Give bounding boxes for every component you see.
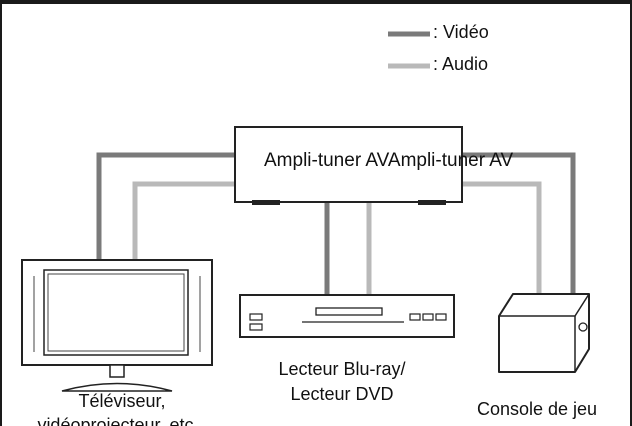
- tv-label-line1: Téléviseur,: [78, 391, 166, 411]
- audio-cable-tv: [132, 181, 235, 262]
- tv-screen: [43, 269, 189, 356]
- connection-diagram: [21, 31, 590, 392]
- tv-stand-neck: [109, 364, 125, 378]
- disc-tray: [315, 307, 383, 316]
- legend-video-label: : Vidéo: [433, 22, 489, 42]
- video-cable-console: [462, 152, 576, 296]
- bluray-label-line2: Lecteur DVD: [290, 384, 394, 404]
- tv-stand-base: [61, 382, 173, 392]
- console-label: Console de jeu: [476, 399, 598, 419]
- bluray-device: [239, 294, 455, 338]
- tv-device: [21, 259, 213, 392]
- receiver-foot-left: [252, 200, 280, 205]
- receiver-foot-right: [418, 200, 446, 205]
- console-device: [498, 293, 590, 373]
- amplifier-label: Ampli-tuner AVAmpli-tuner AV: [264, 150, 514, 171]
- bluray-label-line1: Lecteur Blu-ray/: [278, 359, 406, 379]
- tv-label-line2: vidéoprojecteur, etc.: [37, 415, 199, 426]
- av-receiver: [234, 126, 463, 205]
- video-cables: [96, 152, 576, 296]
- audio-cables: [132, 181, 542, 296]
- audio-cable-console: [462, 181, 542, 296]
- video-cable-tv: [96, 152, 235, 262]
- console-port: [578, 322, 588, 332]
- legend-audio-label: : Audio: [433, 54, 489, 74]
